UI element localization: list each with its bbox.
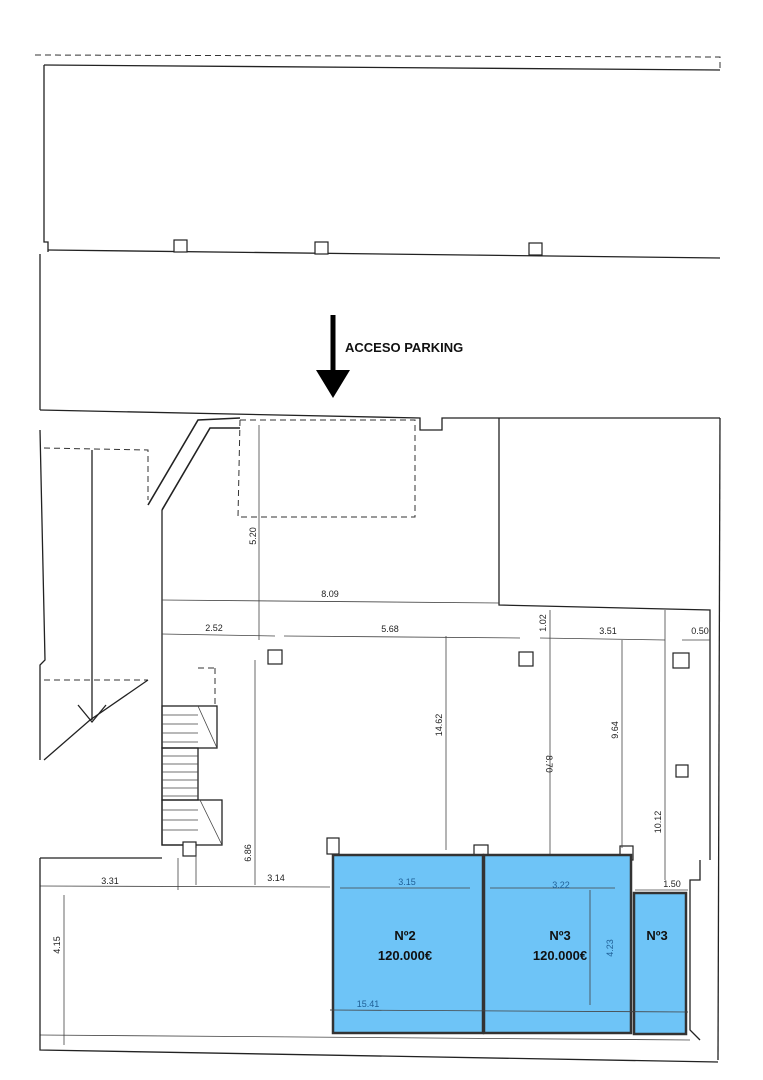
unit-3-annex-highlight[interactable]	[632, 891, 688, 1036]
unit-dimension-lines	[329, 887, 689, 1013]
dimension-label: 3.15	[398, 877, 416, 887]
unit-3-annex-number: Nº3	[646, 928, 667, 943]
pillar	[326, 837, 340, 855]
dimension-label: 1.02	[538, 614, 548, 632]
dimension-label: 9.64	[610, 721, 620, 739]
core-left-wall	[161, 510, 185, 846]
pillar	[267, 649, 283, 665]
dimension-label: 3.31	[101, 876, 119, 886]
ramp-outline	[43, 447, 149, 500]
dimension-label: 3.51	[599, 626, 617, 636]
ramp-left-wall	[39, 429, 46, 760]
property-boundary-top	[34, 54, 721, 68]
dimension-label: 0.50	[691, 626, 709, 636]
right-step-wall	[689, 860, 701, 1041]
pillar	[518, 651, 534, 667]
pillar	[182, 841, 197, 857]
right-boundary	[717, 417, 721, 1061]
unit-2-number: Nº2	[394, 928, 415, 943]
pillar	[314, 241, 329, 255]
pillar	[675, 764, 689, 778]
building-left-wall-top	[43, 65, 49, 252]
dimension-label: 2.52	[205, 623, 223, 633]
dimension-label: 4.15	[52, 936, 62, 954]
lower-left-walls	[39, 857, 719, 1063]
unit-2-highlight[interactable]	[331, 853, 485, 1035]
dimension-label: 5.20	[248, 527, 258, 545]
dimension-label: 10.12	[653, 811, 663, 834]
dimension-label: 1.50	[663, 879, 681, 889]
dimension-label: 3.22	[552, 880, 570, 890]
parking-access-label: ACCESO PARKING	[345, 340, 463, 355]
unit-2-price: 120.000€	[378, 948, 432, 963]
street-line-upper	[47, 249, 721, 259]
dimension-label: 5.68	[381, 624, 399, 634]
dimension-label: 4.23	[605, 939, 615, 957]
ramp-diagonal	[43, 679, 149, 761]
entrance-angled-wall-inner	[161, 427, 240, 511]
street-line-lower	[39, 409, 720, 431]
upper-room-dashed	[237, 419, 416, 518]
pillar	[528, 242, 543, 256]
entrance-angled-wall	[147, 417, 241, 506]
building-top-wall	[43, 64, 721, 71]
ramp-arrow-head	[77, 704, 107, 724]
dimension-label: 8.09	[321, 589, 339, 599]
staircase	[161, 667, 223, 846]
dimension-label: 15.41	[357, 999, 380, 1009]
dimension-label: 8.70	[544, 755, 554, 773]
pillar	[672, 652, 690, 669]
unit-3-highlight[interactable]	[482, 853, 633, 1035]
pillar	[173, 239, 188, 253]
parking-access-arrow	[316, 315, 350, 398]
dimension-label: 3.14	[267, 873, 285, 883]
unit-3-number: Nº3	[549, 928, 570, 943]
dimension-label: 6.86	[243, 844, 253, 862]
right-block-wall	[498, 418, 711, 860]
dimension-label: 14.62	[434, 714, 444, 737]
unit-3-price: 120.000€	[533, 948, 587, 963]
